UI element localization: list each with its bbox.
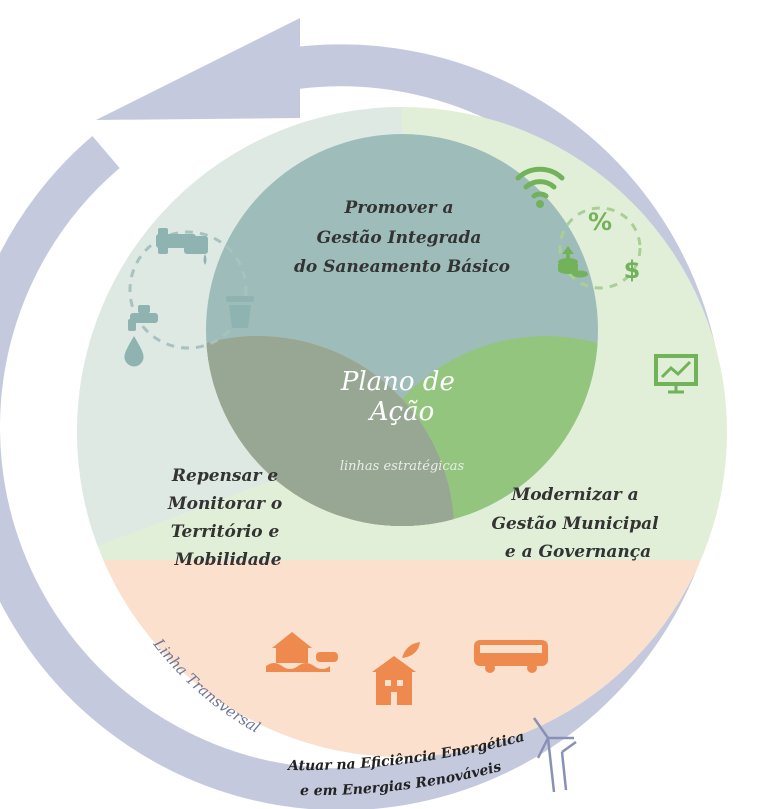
governance-icons: % $ [515,166,698,394]
coins-icon [558,246,588,278]
lobe-gestao [350,336,598,526]
lobe-gestao-line2: Gestão Municipal [491,514,659,534]
lobe-saneamento-line2: Gestão Integrada [317,228,482,248]
center-title-line2: Ação [368,397,435,427]
lobe-center-overlap [206,336,454,526]
svg-text:Promover a Gestão Integrad: Promover a Gestão Integrada do Saneament… [294,198,510,277]
center-subtitle: linhas estratégicas [340,459,465,474]
faucet-icon [128,305,158,331]
cycle-arrow-head [96,18,300,120]
wind-turbine-icon [532,717,577,793]
presentation-chart-icon [654,354,698,394]
center-title-line1: Plano de [340,367,455,397]
outer-cycle-ring [0,18,724,809]
territory-icons [266,632,548,705]
lobe-territorio-line1: Repensar e [171,466,278,486]
lobe-territorio-line2: Monitorar o [167,494,282,514]
trash-bin-icon [226,296,254,328]
bus-icon [474,640,548,673]
green-building-icon [372,642,420,705]
svg-text:Repensar e Monitorar o: Repensar e Monitorar o Território e Mobi… [167,466,288,570]
water-drop-icon [124,336,144,367]
center-title: Plano de Ação [340,367,463,427]
lobe-gestao-line1: Modernizar a [510,485,638,505]
wifi-icon [515,166,565,199]
svg-text:Modernizar a Gestão Munici: Modernizar a Gestão Municipal e a Govern… [491,485,664,562]
pipe-icon [156,228,208,265]
lobe-gestao-line3: e a Governança [505,542,651,562]
water-cycle-icons [124,228,254,367]
lobe-territorio-line4: Mobilidade [173,550,281,570]
lobe-saneamento-line3: do Saneamento Básico [294,257,510,277]
dollar-icon: $ [624,256,641,284]
percent-icon: % [588,208,612,236]
lobe-territorio-line3: Território e [171,522,280,542]
lobe-saneamento-line1: Promover a [344,198,454,218]
flood-house-icon [266,632,338,672]
